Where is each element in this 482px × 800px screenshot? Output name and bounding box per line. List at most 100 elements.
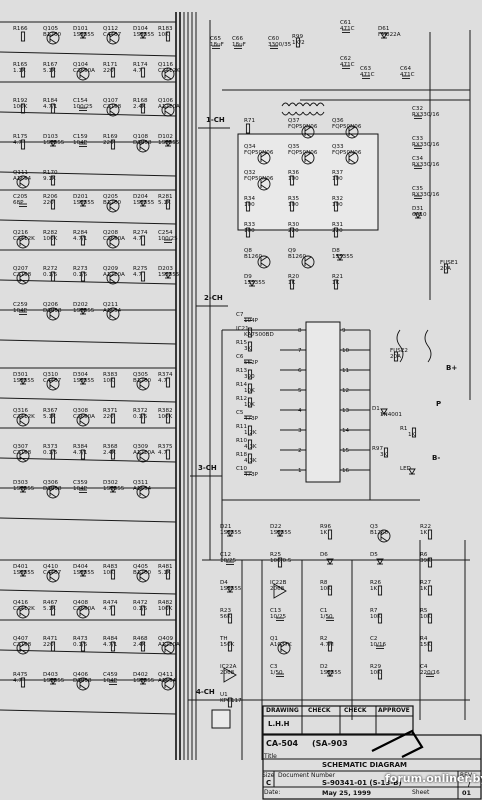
diode-symbol xyxy=(79,32,87,39)
wire xyxy=(0,279,177,285)
component-label: 1SS355 xyxy=(103,486,125,492)
component-label: R35 xyxy=(288,196,299,202)
diode-symbol xyxy=(380,408,388,415)
component-label: R373 xyxy=(43,444,58,450)
diode-symbol xyxy=(109,486,117,493)
component-label: 100K xyxy=(13,104,28,110)
resistor-symbol xyxy=(277,557,283,568)
component-label: 1K xyxy=(420,586,428,592)
component-label: 1K xyxy=(420,530,428,536)
diode-symbol xyxy=(276,530,284,537)
component-label: 100 xyxy=(244,228,255,234)
resistor-symbol xyxy=(245,123,251,134)
component-label: C7 xyxy=(236,312,244,318)
transistor-symbol xyxy=(106,199,120,213)
transformer-winding xyxy=(288,102,297,107)
component-label: R473 xyxy=(73,636,88,642)
resistor-symbol xyxy=(140,271,146,282)
capacitor-symbol xyxy=(276,673,284,677)
transistor-symbol xyxy=(136,449,150,463)
component-label: R482 xyxy=(158,600,173,606)
diode-symbol xyxy=(376,558,384,565)
component-label: 1SS355 xyxy=(133,678,155,684)
check-label: CHECK xyxy=(308,707,331,714)
component-label: 4.7 xyxy=(103,606,112,612)
component-label: FQP50N06 xyxy=(332,124,362,130)
diode-symbol xyxy=(336,254,344,261)
transistor-symbol xyxy=(161,103,175,117)
transistor-symbol xyxy=(46,307,60,321)
capacitor-symbol xyxy=(244,317,252,321)
diode-symbol xyxy=(226,586,234,593)
component-label: R20 xyxy=(288,274,299,280)
component-label: R27 xyxy=(420,580,431,586)
opamp-symbol xyxy=(273,583,287,599)
pin-number: 3 xyxy=(298,428,302,434)
wire xyxy=(0,219,177,225)
component-label: D104 xyxy=(133,26,148,32)
component-label: 10K xyxy=(320,586,331,592)
resistor-symbol xyxy=(295,37,301,48)
component-label: R371 xyxy=(103,408,118,414)
component-label: C3198 xyxy=(103,104,122,110)
drawing-label: DRAWING xyxy=(266,707,299,714)
component-label: C13 xyxy=(270,608,281,614)
component-label: 4.3K xyxy=(244,458,257,464)
resistor-symbol xyxy=(80,235,86,246)
date-value: May 25, 1999 xyxy=(322,789,372,797)
component-label: A1220A xyxy=(158,642,180,648)
capacitor-symbol xyxy=(244,415,252,419)
component-label: IC21 xyxy=(236,326,249,332)
resistor-symbol xyxy=(50,103,56,114)
transistor-symbol xyxy=(136,569,150,583)
component-label: 1.2K xyxy=(244,430,257,436)
resistor-symbol xyxy=(80,449,86,460)
component-label: 1SS355 xyxy=(133,200,155,206)
resistor-symbol xyxy=(50,271,56,282)
component-label: C62 xyxy=(340,56,351,62)
transistor-symbol xyxy=(136,139,150,153)
component-label: B1260 xyxy=(103,200,122,206)
transistor-symbol xyxy=(161,677,175,691)
capacitor-symbol xyxy=(79,107,87,111)
channel-tag: 4-CH xyxy=(196,688,215,696)
component-label: TH xyxy=(219,636,228,642)
component-label: 0.1/5 xyxy=(133,606,148,612)
check-label-2: CHECK xyxy=(344,707,367,714)
component-label: C10 xyxy=(236,466,247,472)
diode-symbol xyxy=(248,280,256,287)
diode-symbol xyxy=(139,678,147,685)
component-label: C2412K xyxy=(13,414,35,420)
transistor-symbol xyxy=(345,151,359,165)
component-label: 1SS355 xyxy=(43,678,65,684)
component-label: Q3 xyxy=(370,524,378,530)
diode-symbol xyxy=(380,32,388,39)
component-label: 1K xyxy=(288,280,296,286)
component-label: R275 xyxy=(133,266,148,272)
component-label: RX330/16 xyxy=(412,162,440,168)
component-label: C3198 xyxy=(13,272,32,278)
component-label: 0.1/5 xyxy=(73,272,88,278)
resistor-symbol xyxy=(140,103,146,114)
component-label: 2068 xyxy=(270,586,285,592)
diode-symbol xyxy=(139,32,147,39)
component-label: R99 xyxy=(292,34,303,40)
diode-symbol xyxy=(19,570,27,577)
component-label: 68P xyxy=(13,200,24,206)
component-label: 4.3K xyxy=(244,444,257,450)
component-label: D8 xyxy=(332,248,340,254)
component-label: R383 xyxy=(103,372,118,378)
component-label: 220 xyxy=(103,68,114,74)
component-label: R367 xyxy=(43,408,58,414)
resistor-symbol xyxy=(140,235,146,246)
component-label: C2412K xyxy=(158,68,180,74)
component-label: Q107 xyxy=(103,98,119,104)
component-label: C4467 xyxy=(43,570,62,576)
component-label: 1SS355 xyxy=(43,140,65,146)
transistor-symbol xyxy=(106,235,120,249)
resistor-symbol xyxy=(110,377,116,388)
component-label: Q309 xyxy=(133,444,149,450)
resistor-symbol xyxy=(140,67,146,78)
component-label: C459 xyxy=(103,672,118,678)
component-label: R166 xyxy=(13,26,28,32)
